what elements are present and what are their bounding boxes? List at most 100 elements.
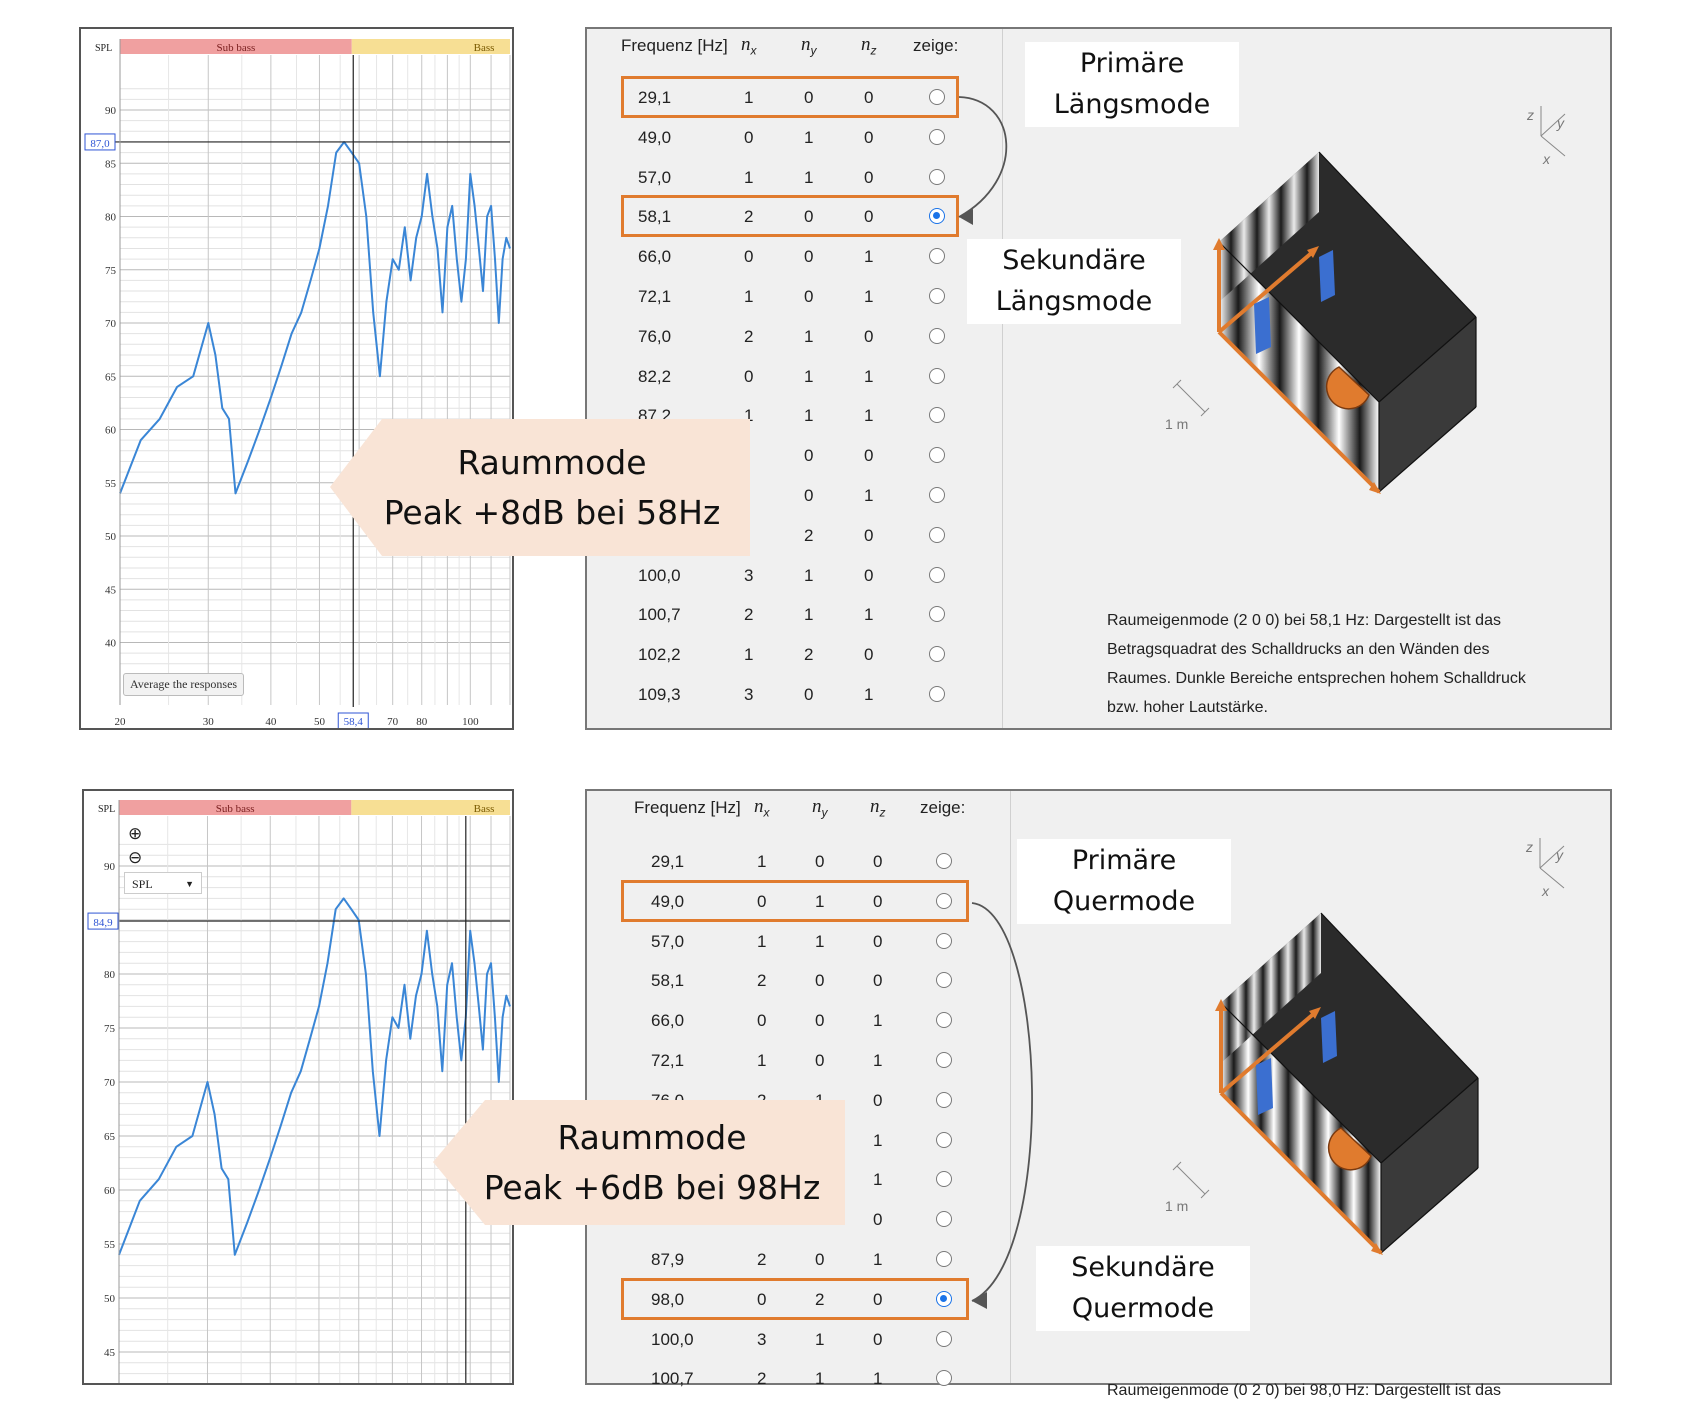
mode-description: Raumeigenmode (0 2 0) bei 98,0 Hz: Darge… [1107, 1376, 1607, 1405]
mode-ny: 1 [804, 605, 814, 625]
mode-radio[interactable] [936, 1012, 952, 1029]
mode-radio[interactable] [936, 853, 952, 869]
mode-frequency: 82,2 [638, 366, 672, 386]
mode-radio[interactable] [936, 1330, 952, 1347]
mode-radio[interactable] [936, 1171, 952, 1188]
mode-radio[interactable] [936, 1052, 952, 1068]
mode-nx: 0 [744, 247, 754, 267]
zoom-out-icon[interactable]: ⊖ [128, 848, 143, 867]
callout-text-1: Raummode Peak +8dB bei 58Hz [382, 438, 722, 538]
zoom-in-icon[interactable]: ⊕ [128, 824, 143, 843]
mode-radio[interactable] [936, 932, 952, 949]
frequency-response-chart-2[interactable]: Sub bassBassSPL9085807570656055504584,9 … [82, 789, 514, 1385]
nx-column-header: nx [754, 796, 770, 820]
cursor-value: 87,0 [90, 138, 110, 150]
label-line: Primäre [1071, 845, 1177, 876]
mode-row[interactable]: 0 [587, 1200, 987, 1240]
mode-frequency: 49,0 [638, 127, 672, 147]
mode-radio[interactable] [929, 447, 945, 464]
mode-nx: 2 [744, 605, 754, 625]
mode-radio[interactable] [929, 367, 945, 384]
mode-radio[interactable] [936, 892, 952, 909]
mode-radio[interactable] [929, 526, 945, 543]
mode-radio[interactable] [929, 646, 945, 663]
mode-nz: 0 [864, 525, 874, 545]
freq-column-header: Frequenz [Hz] [621, 36, 728, 55]
mode-radio[interactable] [936, 1211, 952, 1228]
mode-row[interactable]: 1 [587, 1160, 987, 1200]
mode-radio[interactable] [929, 407, 945, 424]
highlight-box [621, 76, 959, 118]
mode-description: Raumeigenmode (2 0 0) bei 58,1 Hz: Darge… [1107, 606, 1607, 722]
spl-axis-label: SPL [98, 804, 115, 815]
mode-radio[interactable] [936, 972, 952, 989]
mode-ny: 0 [815, 1011, 825, 1031]
arrow-head [1307, 246, 1319, 258]
mode-ny: 0 [815, 971, 825, 991]
mode-nz: 0 [864, 207, 874, 227]
mode-radio[interactable] [929, 686, 945, 702]
mode-radio[interactable] [929, 128, 945, 145]
y-tick-label: 60 [105, 425, 117, 437]
mode-radio[interactable] [936, 1290, 952, 1307]
average-responses-button[interactable]: Average the responses [123, 673, 245, 696]
mode-radio[interactable] [929, 606, 945, 623]
y-tick-label: 75 [104, 1023, 116, 1035]
mode-row[interactable]: 1 [587, 1121, 987, 1161]
mode-radio[interactable] [929, 487, 945, 503]
mode-radio[interactable] [936, 1131, 952, 1148]
mode-radio[interactable] [936, 1091, 952, 1108]
mode-ny: 0 [804, 247, 814, 267]
mode-nz: 1 [873, 1250, 883, 1269]
mode-ny: 0 [815, 1250, 825, 1269]
mode-radio[interactable] [929, 89, 945, 105]
mode-radio[interactable] [929, 248, 945, 265]
description-line: Betragsquadrat des Schalldrucks an den W… [1107, 641, 1490, 658]
mode-radio[interactable] [929, 566, 945, 583]
mode-radio[interactable] [929, 168, 945, 185]
mode-radio[interactable] [929, 327, 945, 344]
mode-radio[interactable] [929, 208, 945, 225]
frequency-response-plot[interactable]: Sub bassBassSPL9085807570656055504584,9 [84, 791, 512, 1383]
mode-radio[interactable] [936, 1251, 952, 1267]
mode-radio[interactable] [929, 288, 945, 304]
speaker-icon [1321, 1011, 1337, 1063]
room-right-face [1381, 1078, 1478, 1253]
highlight-box [621, 195, 959, 238]
y-tick-label: 60 [104, 1185, 116, 1197]
cursor-value-box [84, 133, 116, 151]
response-curve [118, 897, 511, 1256]
x-tick-label: 50 [314, 716, 326, 728]
measure-select[interactable]: SPL ▼ [124, 872, 202, 894]
mode-ny: 1 [804, 366, 814, 386]
